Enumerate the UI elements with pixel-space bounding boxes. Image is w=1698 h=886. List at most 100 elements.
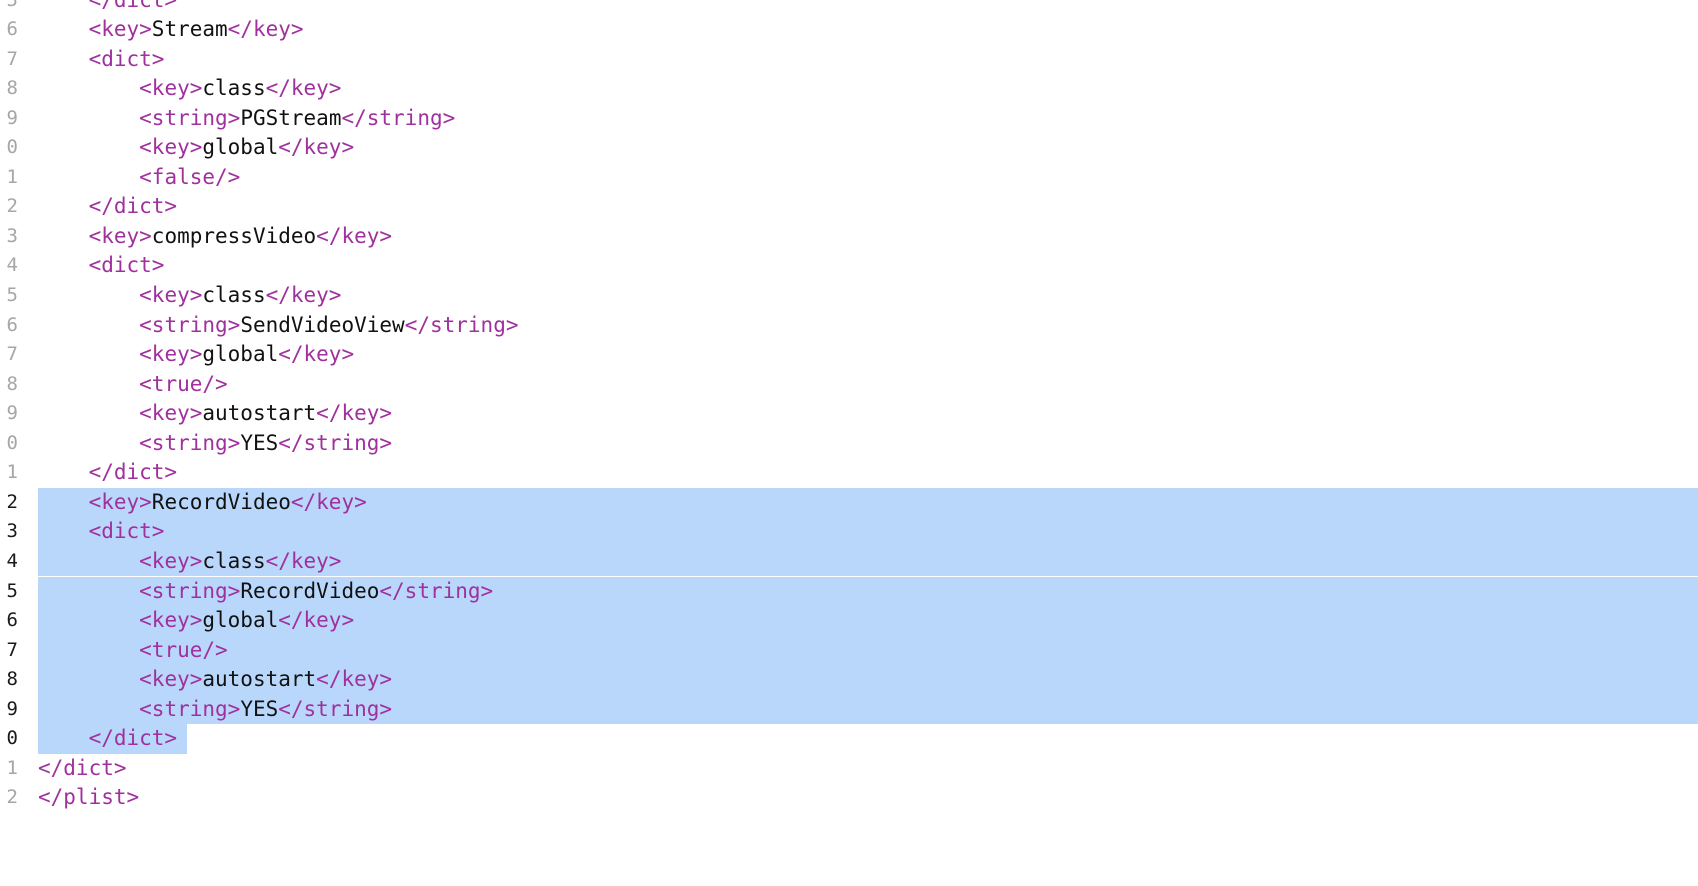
code-line[interactable]: 3 <key>compressVideo</key> [0,222,1698,252]
line-number: 9 [6,697,18,720]
line-number: 1 [6,756,18,779]
code-line[interactable]: 0 </dict> [0,724,1698,754]
code-line[interactable]: 2 <key>RecordVideo</key> [0,487,1698,518]
selection-highlight [38,635,1698,666]
code-text[interactable]: <string>SendVideoView</string> [139,312,519,337]
xml-tag: <string> [139,105,241,130]
code-line[interactable]: 8 <key>autostart</key> [0,665,1698,695]
xml-tag: </key> [316,667,393,692]
code-text[interactable]: <key>class</key> [139,548,342,573]
line-number: 3 [6,520,18,543]
selection-highlight [38,487,1698,518]
code-line[interactable]: 9 <key>autostart</key> [0,399,1698,429]
selection-highlight [38,517,1698,547]
code-text[interactable]: <key>class</key> [139,76,342,101]
code-line[interactable]: 7 <dict> [0,45,1698,75]
xml-tag: <key> [139,283,203,307]
code-text[interactable]: <key>compressVideo</key> [88,223,393,248]
line-number: 4 [6,254,18,277]
code-line[interactable]: 4 <dict> [0,251,1698,281]
code-line[interactable]: 2</plist> [0,783,1698,813]
line-number: 1 [6,165,18,188]
xml-tag: </string> [379,578,494,603]
code-text[interactable]: <dict> [38,45,165,75]
xml-tag: </key> [265,283,342,307]
xml-tag: </key> [278,135,355,160]
line-number: 3 [6,224,18,247]
code-text[interactable]: </dict> [38,458,178,488]
code-line[interactable]: 6 <key>Stream</key> [0,15,1698,45]
line-number: 2 [6,490,18,513]
code-line[interactable]: 6 <string>SendVideoView</string> [0,311,1698,341]
xml-tag: <string> [139,696,241,721]
code-line[interactable]: 7 <true/> [0,635,1698,666]
code-text[interactable]: <dict> [38,517,165,547]
xml-tag: <string> [139,312,241,337]
code-text[interactable]: <string>YES</string> [139,430,393,455]
code-text[interactable]: </dict> [38,192,178,222]
code-line[interactable]: 0 <key>global</key> [0,133,1698,163]
code-line[interactable]: 8 <key>class</key> [0,74,1698,104]
code-line[interactable]: 1 </dict> [0,754,1698,784]
code-text[interactable]: </dict> [38,724,178,754]
code-line[interactable]: 0 <string>YES</string> [0,429,1698,459]
code-line[interactable]: 7 <key>global</key> [0,340,1698,370]
xml-tag: </dict> [88,726,178,751]
code-text[interactable]: <false/> [38,163,240,193]
xml-tag: </string> [278,430,393,455]
code-text[interactable]: <key>global</key> [139,135,355,160]
xml-tag: </key> [278,608,355,633]
code-text[interactable]: <true/> [38,636,228,666]
xml-tag: </dict> [88,194,178,219]
code-line[interactable]: 9 <string>PGStream</string> [0,104,1698,134]
xml-tag: </string> [278,696,393,721]
code-text[interactable]: <true/> [38,370,228,400]
selection-highlight [38,546,1698,577]
code-text[interactable]: <key>RecordVideo</key> [88,489,367,514]
selection-highlight [38,694,1698,725]
xml-tag: <false/> [139,164,241,189]
code-line[interactable]: 5 <key>class</key> [0,281,1698,311]
xml-tag: </string> [404,312,519,337]
line-number: 0 [6,431,18,454]
code-text[interactable]: <string>YES</string> [139,696,393,721]
code-line[interactable]: 5 </dict> [0,0,1698,15]
code-line[interactable]: 2 </dict> [0,192,1698,222]
code-text[interactable]: <dict> [38,251,165,281]
xml-tag: <string> [139,430,241,455]
xml-tag: <key> [88,223,152,248]
line-number: 8 [6,372,18,395]
code-line[interactable]: 1 <false/> [0,163,1698,193]
code-line[interactable]: 4 <key>class</key> [0,546,1698,577]
code-line[interactable]: 8 <true/> [0,370,1698,400]
code-text[interactable]: <key>global</key> [139,342,355,367]
line-number: 5 [6,284,18,306]
xml-tag: <key> [88,17,152,42]
line-number: 4 [6,549,18,572]
code-text[interactable]: <key>autostart</key> [139,667,393,692]
code-text[interactable]: <key>Stream</key> [88,17,304,42]
xml-tag: </key> [290,489,367,514]
code-text[interactable]: <key>autostart</key> [139,401,393,426]
code-text[interactable]: <string>RecordVideo</string> [139,578,494,603]
code-line[interactable]: 9 <string>YES</string> [0,694,1698,725]
code-text[interactable]: <key>class</key> [139,283,342,307]
line-number: 8 [6,668,18,691]
code-line[interactable]: 3 <dict> [0,517,1698,547]
code-line[interactable]: 1 </dict> [0,458,1698,488]
xml-tag: </plist> [38,785,140,810]
line-number: 9 [6,402,18,425]
code-text[interactable]: </plist> [38,783,139,813]
line-number: 5 [6,579,18,602]
xml-tag: </key> [316,401,393,426]
line-number: 2 [6,195,18,218]
code-text[interactable]: <string>PGStream</string> [139,105,456,130]
xml-tag: </key> [265,76,342,101]
code-text[interactable]: <key>global</key> [139,608,355,633]
code-line[interactable]: 6 <key>global</key> [0,606,1698,636]
code-text[interactable]: </dict> [38,754,127,784]
code-line[interactable]: 5 <string>RecordVideo</string> [0,576,1698,607]
line-number: 6 [6,18,18,41]
code-text[interactable]: </dict> [38,0,178,15]
